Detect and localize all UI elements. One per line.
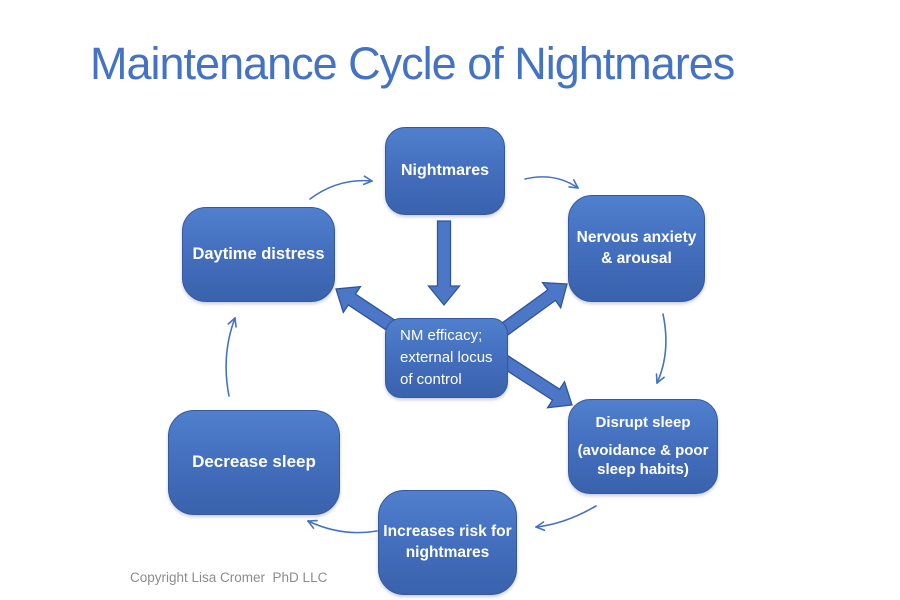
node-increases-risk: Increases risk for nightmares bbox=[378, 490, 517, 595]
node-disrupt-sleep-sublabel: (avoidance & poor sleep habits) bbox=[577, 441, 709, 479]
thick-arrow-nightmares-center bbox=[427, 220, 461, 307]
copyright-text: Copyright Lisa Cromer PhD LLC bbox=[130, 570, 328, 585]
node-daytime-distress-label: Daytime distress bbox=[192, 245, 325, 264]
page-title: Maintenance Cycle of Nightmares bbox=[90, 38, 735, 89]
curved-arrowhead-daytime-nightmares-1 bbox=[362, 180, 373, 186]
node-nervous-anxiety-label: Nervous anxiety & arousal bbox=[576, 228, 697, 267]
node-decrease-sleep: Decrease sleep bbox=[168, 410, 340, 515]
curved-arrowhead-nightmares-nervous-1 bbox=[568, 186, 579, 189]
node-nightmares: Nightmares bbox=[385, 127, 505, 215]
node-center-nm-efficacy: NM efficacy; external locus of control bbox=[385, 318, 508, 398]
node-daytime-distress: Daytime distress bbox=[182, 207, 335, 302]
curved-arrowhead-disrupt-increases-0 bbox=[535, 526, 546, 532]
curved-arrowhead-nightmares-nervous-0 bbox=[573, 179, 579, 189]
node-center-label: NM efficacy; external locus of control bbox=[400, 327, 493, 388]
curved-arrow-decrease-daytime bbox=[225, 317, 236, 397]
curved-arrow-increases-decrease bbox=[307, 520, 378, 534]
curved-arrow-nervous-disrupt bbox=[656, 313, 667, 384]
curved-arrowhead-decrease-daytime-0 bbox=[227, 317, 236, 325]
curved-arrowhead-nervous-disrupt-0 bbox=[656, 376, 665, 384]
curved-arrowhead-daytime-nightmares-0 bbox=[363, 175, 373, 182]
curved-arrowhead-decrease-daytime-1 bbox=[234, 317, 237, 328]
node-disrupt-sleep: Disrupt sleep (avoidance & poor sleep ha… bbox=[568, 399, 718, 494]
thick-arrow-center-disrupt bbox=[499, 354, 573, 409]
curved-arrow-daytime-nightmares bbox=[309, 179, 373, 200]
curved-arrowhead-nervous-disrupt-1 bbox=[655, 373, 658, 384]
node-disrupt-sleep-label: Disrupt sleep bbox=[595, 414, 691, 432]
curved-arrowhead-disrupt-increases-1 bbox=[535, 521, 545, 528]
node-decrease-sleep-label: Decrease sleep bbox=[192, 452, 316, 472]
curved-arrowhead-increases-decrease-0 bbox=[307, 520, 315, 529]
node-increases-risk-label: Increases risk for nightmares bbox=[383, 522, 512, 561]
node-nervous-anxiety: Nervous anxiety & arousal bbox=[568, 195, 705, 302]
curved-arrow-disrupt-increases bbox=[535, 505, 597, 528]
curved-arrow-nightmares-nervous bbox=[524, 176, 579, 189]
node-nightmares-label: Nightmares bbox=[400, 162, 490, 180]
